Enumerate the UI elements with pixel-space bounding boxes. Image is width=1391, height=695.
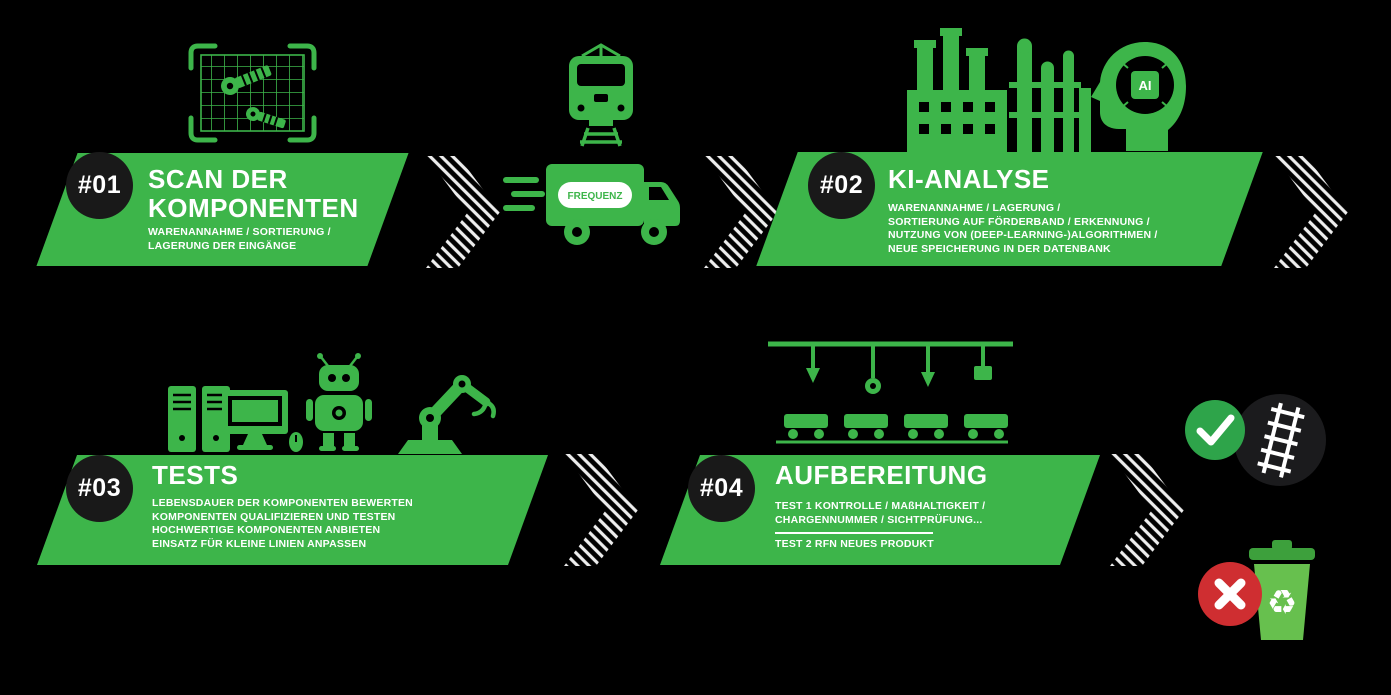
flow-arrow-5: [1110, 454, 1184, 566]
step2-title: KI-ANALYSE: [888, 164, 1050, 194]
x-icon: [1214, 578, 1246, 610]
outcome-reject-group: ♻: [1198, 540, 1328, 646]
step4-subtitle-test1: TEST 1 KONTROLLE / MAßHALTIGKEIT /CHARGE…: [775, 500, 986, 526]
reject-circle: [1198, 562, 1262, 626]
robot-arm-icon: [398, 375, 496, 454]
step3-title: TESTS: [152, 460, 239, 490]
step4-subtitle-test2: TEST 2 RFN NEUES PRODUKT: [775, 538, 934, 550]
component-scan-icon: [188, 43, 317, 143]
step3-number-badge: #03: [66, 455, 133, 522]
step1-subtitle: WARENANNAHME / SORTIERUNG /LAGERUNG DER …: [148, 226, 331, 252]
railtrack-circle: [1234, 394, 1326, 486]
monitor-icon: [222, 390, 303, 452]
flow-arrow-1: [426, 156, 500, 268]
step1-number-badge: #01: [66, 152, 133, 219]
step2-number-badge: #02: [808, 152, 875, 219]
outcome-accept-group: [1185, 392, 1330, 488]
step4-divider: [775, 532, 933, 534]
ai-chip-label: AI: [1139, 78, 1152, 93]
check-circle: [1185, 400, 1245, 460]
recycle-bin-icon: ♻: [1246, 540, 1318, 642]
server-towers-icon: [168, 386, 230, 452]
check-icon: [1196, 414, 1235, 446]
flow-arrow-3: [1274, 156, 1348, 268]
step2-subtitle: WARENANNAHME / LAGERUNG /SORTIERUNG AUF …: [888, 202, 1158, 255]
ai-head-icon: AI: [1091, 42, 1186, 151]
recycle-symbol: ♻: [1267, 584, 1297, 622]
factory-icon: [907, 28, 1091, 152]
step4-title: AUFBEREITUNG: [775, 460, 988, 490]
railtrack-icon: [1257, 402, 1305, 478]
flow-arrow-2: [704, 156, 778, 268]
tram-icon: [569, 43, 633, 147]
truck-frequency-label: FREQUENZ: [568, 191, 623, 202]
delivery-truck-icon: FREQUENZ: [503, 164, 680, 245]
overhead-conveyor-icon: [768, 341, 1013, 444]
step4-number-badge: #04: [688, 455, 755, 522]
robot-icon: [306, 353, 372, 451]
flow-arrow-4: [564, 454, 638, 566]
